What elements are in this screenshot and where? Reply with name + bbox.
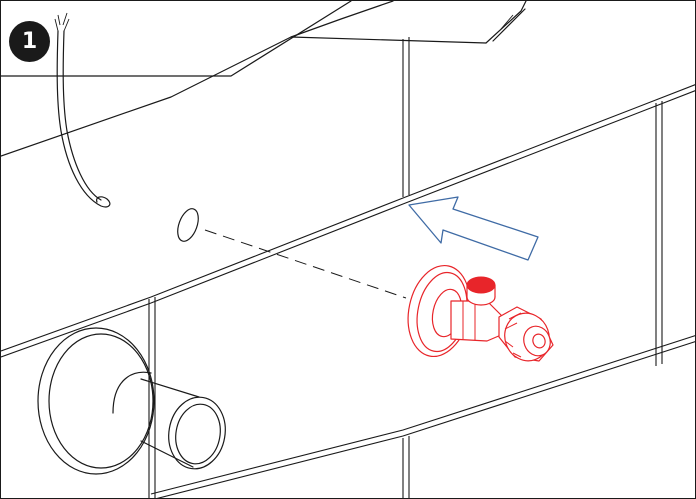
step-number-badge: 1 <box>9 21 50 62</box>
alignment-line <box>204 229 407 299</box>
wall-tiles <box>1 37 695 498</box>
upper-housing <box>1 1 527 157</box>
angle-valve <box>407 264 554 362</box>
wall-pipe-fitting <box>37 327 226 475</box>
electrical-cable <box>54 12 111 208</box>
wall-hole <box>177 208 199 242</box>
insertion-arrow-icon <box>408 196 539 261</box>
